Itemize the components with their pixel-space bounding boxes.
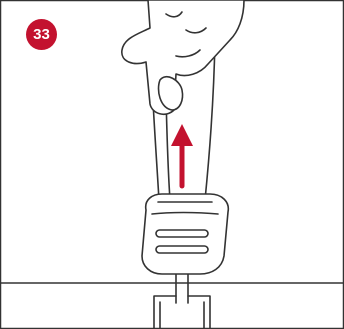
- buckle-icon: [142, 194, 228, 274]
- buckle-anchor-icon: [154, 270, 210, 329]
- hand-icon: [122, 0, 244, 114]
- buckle-slot-upper: [156, 230, 208, 237]
- step-number-badge: 33: [26, 19, 57, 50]
- buckle-slot-lower: [156, 246, 208, 253]
- step-number: 33: [33, 27, 50, 42]
